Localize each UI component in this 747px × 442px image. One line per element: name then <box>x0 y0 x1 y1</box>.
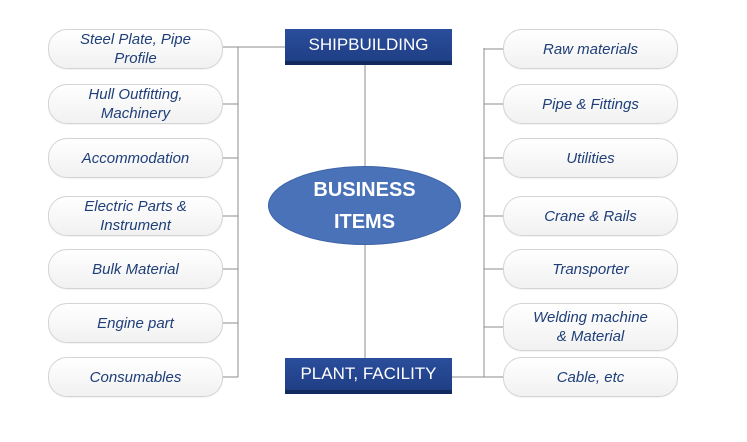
left-item-line: Steel Plate, Pipe <box>80 31 191 48</box>
right-item-pipe-fittings: Pipe & Fittings <box>503 84 678 124</box>
right-item-text: Pipe & Fittings <box>542 95 639 114</box>
right-item-text: Crane & Rails <box>544 207 637 226</box>
left-item-line: Accommodation <box>81 149 190 167</box>
center-title-line1: BUSINESS <box>313 178 416 201</box>
right-item-text: Utilities <box>566 149 614 168</box>
right-item-line: & Material <box>556 328 625 345</box>
category-shipbuilding-label: SHIPBUILDING <box>308 35 429 54</box>
left-item-electric-parts-instrument: Electric Parts & Instrument <box>48 196 223 236</box>
left-item-line: Electric Parts & <box>84 198 187 215</box>
left-item-line: Bulk Material <box>92 260 179 278</box>
left-item-text: Accommodation <box>82 149 190 168</box>
category-plant-facility-label: PLANT, FACILITY <box>300 364 437 383</box>
business-items-ellipse: BUSINESS ITEMS <box>268 166 461 245</box>
category-plant-facility: PLANT, FACILITY <box>285 358 452 394</box>
center-title-line2: ITEMS <box>333 210 396 233</box>
right-item-utilities: Utilities <box>503 138 678 178</box>
left-item-consumables: Consumables <box>48 357 223 397</box>
left-item-text: Engine part <box>97 314 174 333</box>
category-shipbuilding: SHIPBUILDING <box>285 29 452 65</box>
left-item-line: Instrument <box>100 217 171 234</box>
left-item-line: Engine part <box>97 314 174 332</box>
right-item-line: Pipe & Fittings <box>542 95 639 113</box>
right-item-welding-machine-material: Welding machine & Material <box>503 303 678 351</box>
left-item-engine-part: Engine part <box>48 303 223 343</box>
left-item-line: Consumables <box>89 368 182 386</box>
left-item-text: Bulk Material <box>92 260 179 279</box>
left-item-text: Consumables <box>90 368 182 387</box>
left-item-bulk-material: Bulk Material <box>48 249 223 289</box>
right-item-transporter: Transporter <box>503 249 678 289</box>
left-item-text: Electric Parts & Instrument <box>84 197 187 235</box>
left-item-accommodation: Accommodation <box>48 138 223 178</box>
right-item-line: Raw materials <box>542 40 639 58</box>
right-item-text: Transporter <box>552 260 628 279</box>
right-item-text: Cable, etc <box>557 368 625 387</box>
left-item-line: Hull Outfitting, <box>88 86 183 103</box>
left-item-hull-outfitting-machinery: Hull Outfitting, Machinery <box>48 84 223 124</box>
right-item-crane-rails: Crane & Rails <box>503 196 678 236</box>
right-item-line: Utilities <box>566 149 615 167</box>
right-item-text: Welding machine & Material <box>533 308 648 346</box>
right-item-cable-etc: Cable, etc <box>503 357 678 397</box>
left-item-text: Hull Outfitting, Machinery <box>88 85 182 123</box>
left-item-line: Machinery <box>100 105 171 122</box>
right-item-raw-materials: Raw materials <box>503 29 678 69</box>
right-item-text: Raw materials <box>543 40 638 59</box>
right-item-line: Welding machine <box>533 309 648 326</box>
left-item-line: Profile <box>114 50 157 67</box>
right-item-line: Transporter <box>552 260 629 278</box>
right-item-line: Crane & Rails <box>544 207 637 225</box>
right-item-line: Cable, etc <box>556 368 625 386</box>
